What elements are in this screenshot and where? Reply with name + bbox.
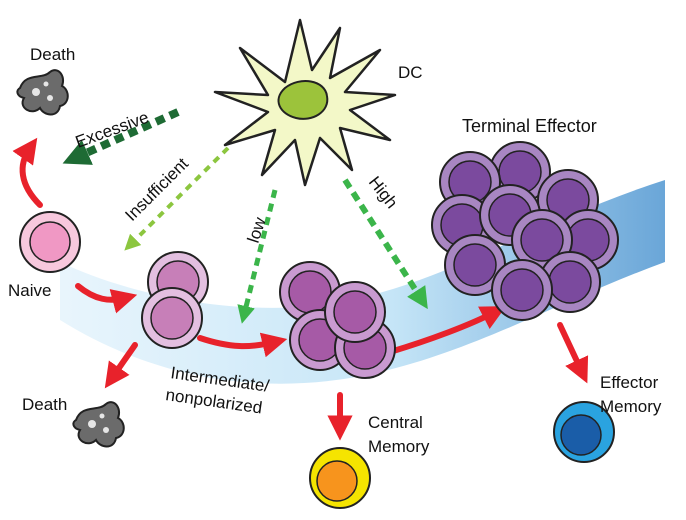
central-memory-cell <box>309 447 371 509</box>
intermediate-cells <box>141 251 209 349</box>
excessive-stimulation-arrow <box>62 108 180 165</box>
naive-to-intermediate-arrow <box>75 283 138 314</box>
high-stimulation-arrow <box>342 178 428 310</box>
dendritic-cell-icon <box>213 18 397 187</box>
central-memory-label-line1: Central <box>368 413 423 432</box>
effector-memory-label-line2: Memory <box>600 397 662 416</box>
death-bottom-label: Death <box>22 395 67 414</box>
effector-memory-label-line1: Effector <box>600 373 659 392</box>
differentiation-flow-band <box>60 180 665 384</box>
excessive-label: Excessive <box>73 108 151 152</box>
terminal-effector-label: Terminal Effector <box>462 116 597 136</box>
insufficient-stimulation-arrow <box>124 146 230 251</box>
intermediate-to-mid-arrow <box>197 332 288 358</box>
dead-cell-icon <box>72 401 125 448</box>
terminal-effector-cell <box>444 234 506 296</box>
low-stimulation-arrow <box>237 189 278 324</box>
mid-to-terminal-arrow <box>387 306 507 355</box>
insufficient-label: Insufficient <box>121 154 192 225</box>
terminal-to-effector-memory-arrow <box>557 322 589 384</box>
intermediate-cell <box>141 287 203 349</box>
naive-label: Naive <box>8 281 51 300</box>
high-label: High <box>365 173 402 212</box>
terminal-effector-cell <box>539 251 601 313</box>
intermediate-to-death-arrow <box>104 342 138 389</box>
naive-to-death-arrow <box>12 137 43 208</box>
expanding-cell-cluster <box>279 261 396 379</box>
terminal-effector-cluster <box>431 141 619 321</box>
dead-cell-icon <box>16 69 69 116</box>
effector-memory-cell <box>553 401 615 463</box>
death-top-label: Death <box>30 45 75 64</box>
central-memory-label-line2: Memory <box>368 437 430 456</box>
dc-label: DC <box>398 63 423 82</box>
expanding-cell <box>324 281 386 343</box>
naive-cell <box>19 211 81 273</box>
terminal-effector-cell <box>491 259 553 321</box>
